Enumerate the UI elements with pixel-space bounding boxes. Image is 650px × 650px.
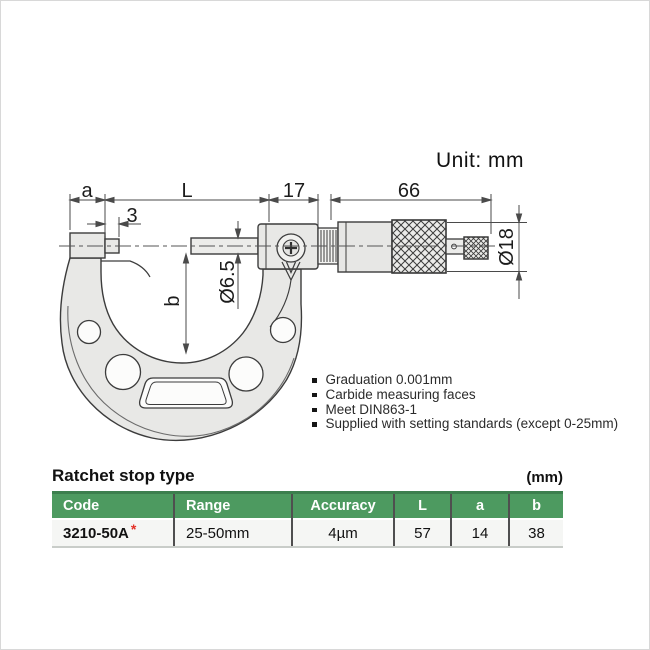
dim-label-3: 3 (126, 205, 137, 227)
frame (59, 257, 303, 442)
clamp-fork-lines (281, 261, 301, 282)
col-header-accuracy: Accuracy (291, 491, 394, 519)
bullet-square-icon (312, 392, 317, 398)
dim-label-b: b (162, 295, 184, 306)
frame-hole-large-right (228, 356, 264, 392)
col-header-code: Code (52, 491, 174, 519)
feature-item: Supplied with setting standards (except … (304, 417, 618, 432)
dim-label-L: L (181, 180, 192, 202)
feature-text: Graduation 0.001mm (325, 372, 453, 387)
dim-label-thimble-diameter: Ø18 (496, 228, 518, 266)
bullet-square-icon (312, 378, 317, 383)
b-value: 38 (508, 518, 563, 548)
feature-list: Graduation 0.001mm Carbide measuring fac… (304, 372, 618, 432)
screw-cross-icon (285, 242, 297, 254)
col-header-L: L (393, 491, 451, 519)
frame-holes (76, 316, 297, 409)
bullet-square-icon (312, 407, 317, 413)
dim-label-a: a (81, 180, 93, 202)
table-row: 3210-50A* 25-50mm 4µm 57 14 38 (52, 518, 563, 548)
bullet-square-icon (312, 422, 317, 427)
frame-window-inner-line (145, 381, 227, 405)
extension-lines (69, 194, 527, 272)
col-header-range: Range (173, 491, 292, 519)
ratchet-stop (445, 236, 489, 260)
dimension-labels: a L 17 66 3 Ø6.5 b Ø18 (81, 180, 518, 307)
feature-item: Carbide measuring faces (304, 386, 618, 403)
table-title: Ratchet stop type (52, 466, 195, 485)
feature-text: Carbide measuring faces (325, 386, 476, 402)
accuracy-value: 4µm (291, 518, 394, 548)
frame-shoulder-line (101, 260, 151, 278)
a-value: 14 (450, 518, 509, 548)
frame-window-trapezoid (138, 377, 234, 409)
code-cell: 3210-50A* (52, 518, 174, 548)
code-value: 3210-50A (63, 524, 129, 542)
asterisk-mark: * (130, 520, 137, 537)
feature-text: Meet DIN863-1 (325, 401, 418, 417)
header-row: Code Range Accuracy L a b (52, 491, 563, 519)
L-value: 57 (393, 518, 451, 548)
thimble (337, 221, 393, 273)
table-unit-note: (mm) (526, 469, 563, 486)
dim-label-66: 66 (398, 180, 420, 202)
table-title-row: Ratchet stop type (mm) (52, 466, 563, 486)
frame-rim-line (67, 305, 295, 437)
frame-hole-small-left (76, 319, 102, 345)
dim-label-spindle-diameter: Ø6.5 (217, 260, 239, 303)
feature-item: Graduation 0.001mm (304, 372, 618, 388)
dim-label-17: 17 (283, 180, 305, 202)
ratchet-knurl (463, 236, 489, 260)
spec-table-section: Ratchet stop type (mm) Code Range Accura… (52, 466, 563, 548)
unit-label: Unit: mm (436, 149, 524, 172)
col-header-a: a (450, 491, 509, 519)
frame-hole-large-left (104, 353, 142, 391)
col-header-b: b (508, 491, 563, 519)
feature-text: Supplied with setting standards (except … (325, 416, 619, 432)
range-value: 25-50mm (173, 518, 292, 548)
frame-hole-small-right (269, 316, 297, 344)
dimension-lines (68, 196, 523, 355)
feature-item: Meet DIN863-1 (304, 401, 618, 418)
spec-table: Code Range Accuracy L a b 3210-50A* 25-5… (52, 491, 563, 548)
